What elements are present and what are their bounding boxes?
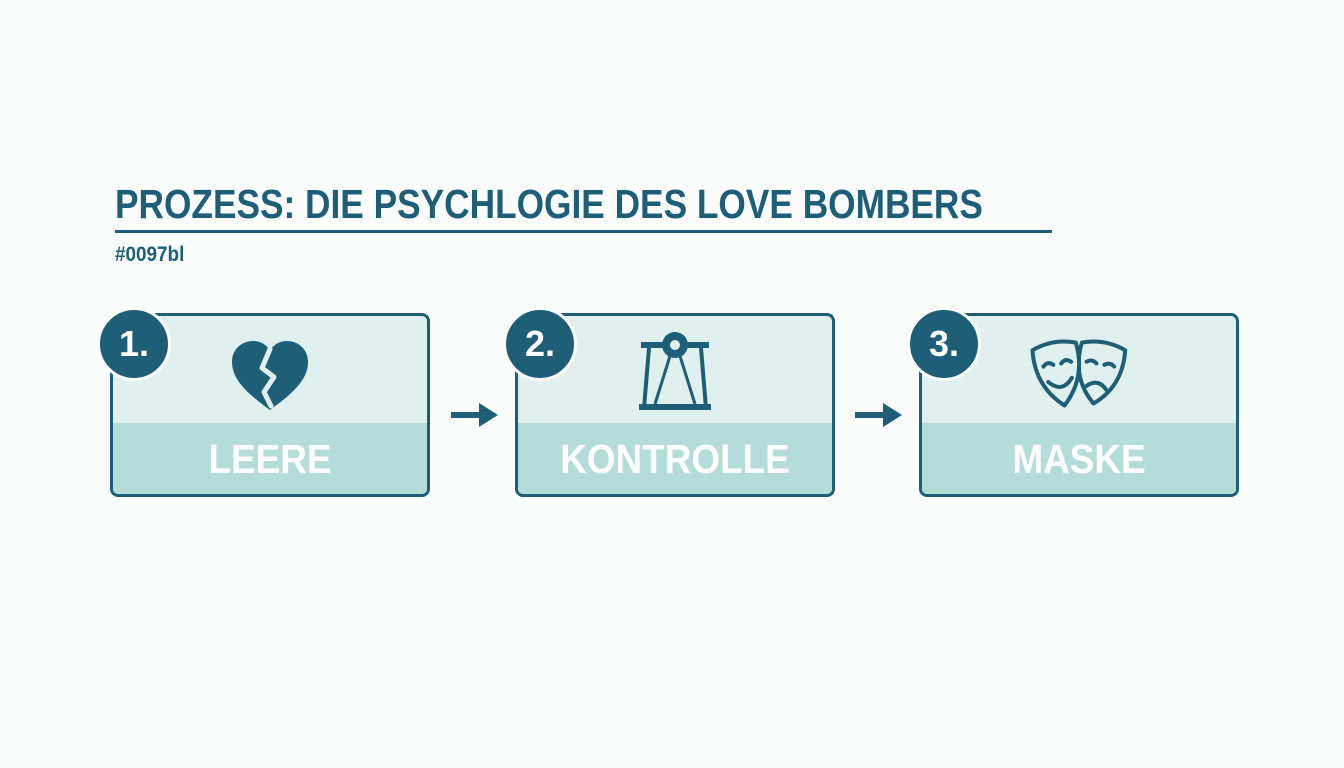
step-1-number-badge: 1.: [97, 307, 171, 381]
step-card-1: LEERE: [110, 313, 430, 497]
arrow-right-icon: [855, 403, 902, 427]
step-3-label-band: [922, 423, 1236, 494]
step-1-label-band: [113, 423, 427, 494]
step-2-number-badge: 2.: [503, 307, 577, 381]
step-1-label: LEERE: [208, 436, 332, 482]
page-title: PROZESS: DIE PSYCHLOGIE DES LOVE BOMBERS: [115, 181, 983, 227]
title-underline: [115, 230, 1052, 233]
puppet-control-icon: [639, 332, 711, 410]
step-card-3: MASKE: [919, 313, 1239, 497]
broken-heart-icon: [232, 341, 308, 410]
step-3-label: MASKE: [1012, 436, 1146, 482]
arrow-right-icon: [451, 403, 498, 427]
step-3-number-badge: 3.: [907, 307, 981, 381]
step-2-label-band: [518, 423, 832, 494]
step-2-label: KONTROLLE: [560, 436, 790, 482]
theater-masks-icon: [1030, 339, 1128, 408]
subtitle: #0097bl: [115, 243, 185, 266]
